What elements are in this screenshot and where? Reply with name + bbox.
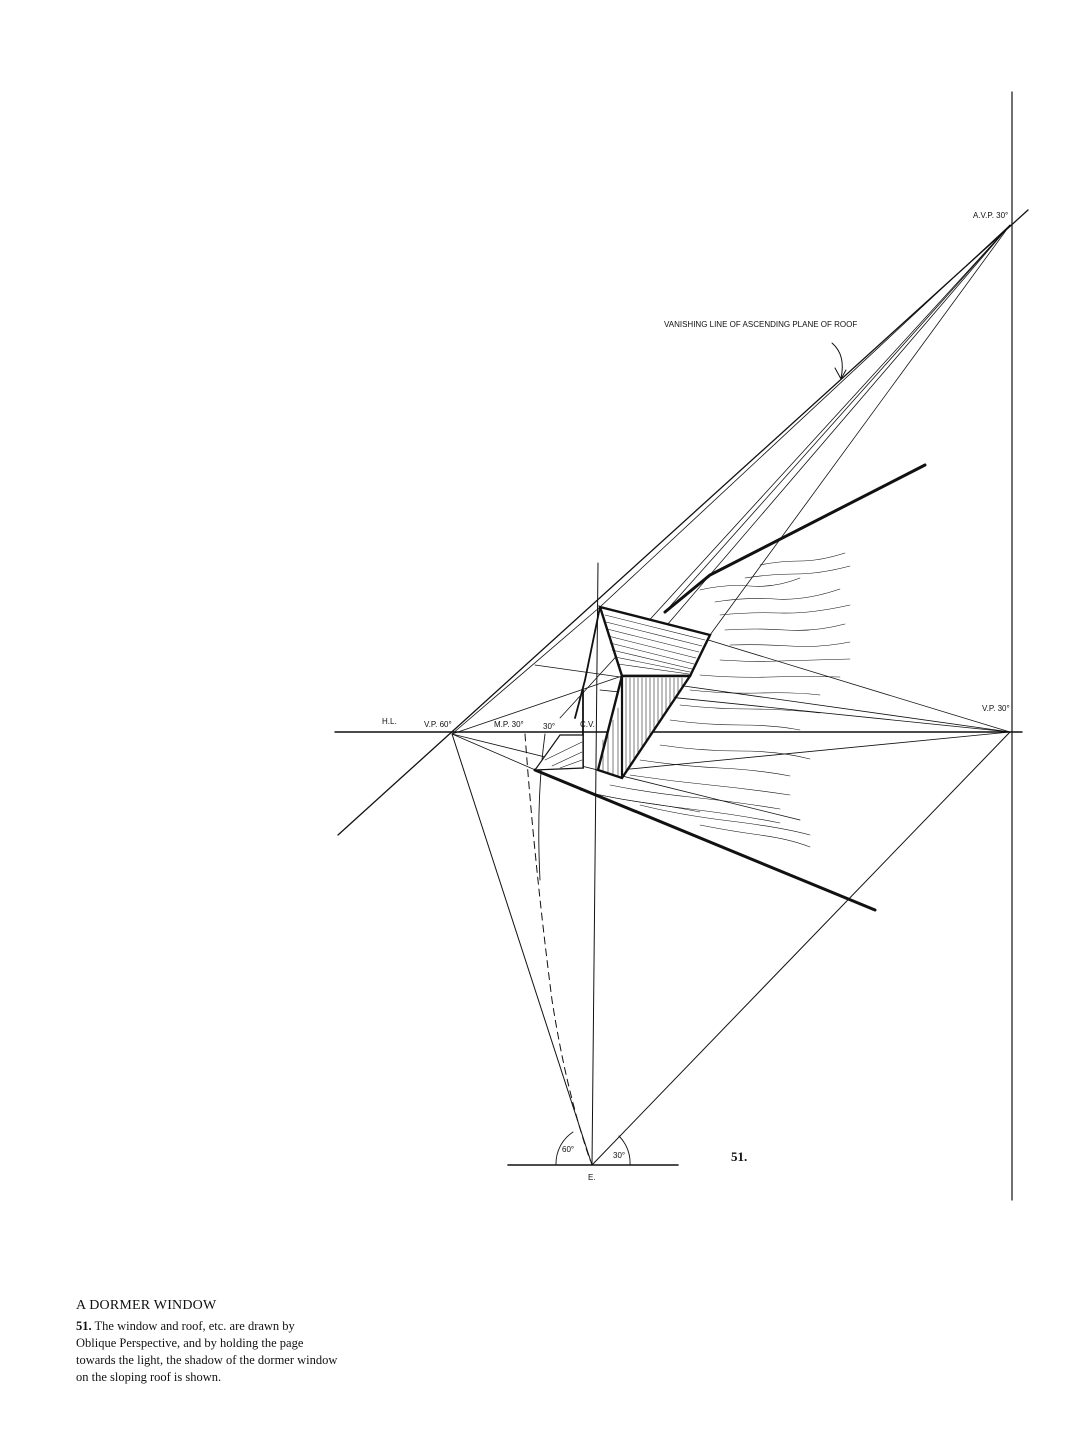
label-vanishing-line: VANISHING LINE OF ASCENDING PLANE OF ROO… xyxy=(664,320,857,329)
ray-vp60-3 xyxy=(451,733,541,773)
dormer-shadow-left xyxy=(533,734,584,771)
dormer-ridge-line xyxy=(599,606,623,677)
ray-avp-3 xyxy=(709,224,1011,636)
line-vp60-to-eye xyxy=(451,733,593,1166)
label-angle60: 60° xyxy=(562,1145,574,1154)
caption-body: 51. The window and roof, etc. are drawn … xyxy=(76,1318,338,1386)
roof-ridge-upper xyxy=(663,463,927,614)
measuring-arc-dashed xyxy=(524,733,591,1161)
caption: A DORMER WINDOW 51. The window and roof,… xyxy=(76,1298,338,1386)
ray-avp-2 xyxy=(664,224,1011,613)
center-vertical-line xyxy=(591,562,599,1166)
roof-wavy-shading xyxy=(579,552,851,848)
roof-eave-lower xyxy=(533,768,877,912)
vanishing-line-roof-plane xyxy=(337,209,1029,836)
ray-vp30-2 xyxy=(534,664,1011,733)
figure-number: 51. xyxy=(731,1149,747,1164)
ray-vp30-4 xyxy=(619,731,1011,771)
label-avp: A.V.P. 30° xyxy=(973,211,1008,220)
line-vp30-to-eye xyxy=(591,731,1011,1166)
label-vp30: V.P. 30° xyxy=(982,704,1010,713)
caption-text: The window and roof, etc. are drawn by O… xyxy=(76,1319,338,1384)
ray-vp60-2 xyxy=(451,675,623,735)
label-mp30: M.P. 30° xyxy=(494,720,524,729)
left-shadow-hatching xyxy=(544,741,583,769)
arc-60-degrees xyxy=(555,1131,574,1166)
label-vp60: V.P. 60° xyxy=(424,720,452,729)
label-hl: H.L. xyxy=(382,717,397,726)
ray-vp60-4 xyxy=(451,733,801,821)
ray-avp-1 xyxy=(599,224,1011,608)
dormer-roof-top xyxy=(598,605,712,678)
label-cv: C.V. xyxy=(580,720,595,729)
ray-avp-4 xyxy=(624,224,1011,675)
label-angle30-small: 30° xyxy=(543,722,555,731)
dormer-face-hatching xyxy=(602,677,683,777)
caption-title: A DORMER WINDOW xyxy=(76,1298,217,1313)
dormer-front-gable xyxy=(574,606,601,719)
label-eye: E. xyxy=(588,1173,596,1182)
label-arrow-head xyxy=(834,367,847,381)
roof-top-hatching xyxy=(604,614,706,675)
ray-vp60-1 xyxy=(451,606,601,735)
label-arrow xyxy=(831,342,843,379)
caption-number: 51. xyxy=(76,1319,92,1333)
arc-30-degrees xyxy=(618,1135,631,1166)
measuring-arc-solid xyxy=(538,733,546,881)
label-angle30: 30° xyxy=(613,1151,625,1160)
